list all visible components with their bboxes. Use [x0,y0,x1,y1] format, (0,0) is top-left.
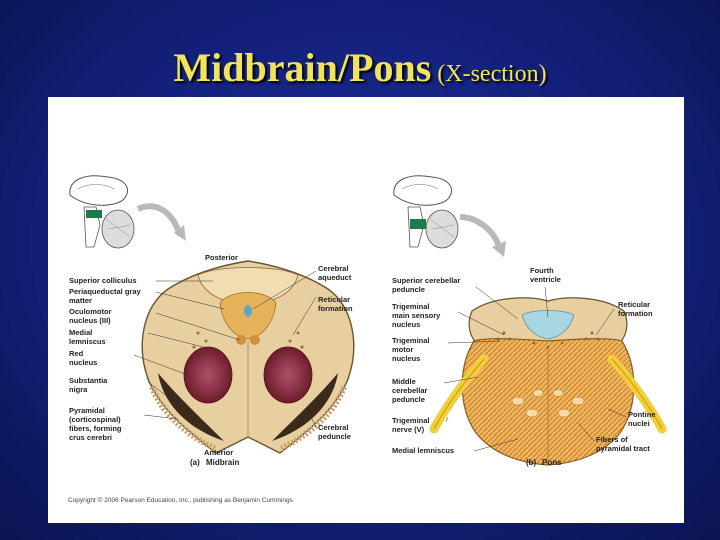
label-substantia-nigra-2: nigra [69,385,88,394]
label-red-nucleus: Red [69,349,84,358]
label-trigeminal-sensory: Trigeminal [392,302,430,311]
label-superior-colliculus: Superior colliculus [69,276,137,285]
label-medial-lemniscus: Medial [69,328,92,337]
label-red-nucleus-2: nucleus [69,358,97,367]
label-superior-cerebellar-peduncle-2: peduncle [392,285,425,294]
brainstem-diagram: Posterior Anterior Superior colliculus P… [69,175,667,467]
midbrain-panel: Posterior Anterior Superior colliculus P… [69,175,355,467]
slide-title-sub: (X-section) [437,61,547,87]
label-cerebral-aqueduct-2: aqueduct [318,273,352,282]
label-pyramidal-3: fibers, forming [69,424,122,433]
label-middle-cerebellar-peduncle: Middle [392,377,416,386]
label-cerebral-peduncle: Cerebral [318,423,348,432]
label-oculomotor: Oculomotor [69,307,112,316]
label-reticular-formation-pons: Reticular [618,300,650,309]
label-medial-lemniscus-pons: Medial lemniscus [392,446,454,455]
label-pyramidal: Pyramidal [69,406,105,415]
midbrain-locator-icon [69,175,186,249]
midbrain-posterior-label: Posterior [205,253,238,262]
pons-caption-letter: (b) [526,458,537,467]
label-trigeminal-sensory-2: main sensory [392,311,441,320]
label-substantia-nigra: Substantia [69,376,108,385]
midbrain-caption: Midbrain [206,458,239,467]
pons-cross-section [429,297,667,466]
pons-caption: Pons [542,458,562,467]
label-reticular-formation-pons-2: formation [618,309,653,318]
label-pyramidal-tract-2: pyramidal tract [596,444,650,453]
pons-locator-icon [393,175,506,257]
label-trigeminal-motor-2: motor [392,345,413,354]
label-cerebral-aqueduct: Cerebral [318,264,348,273]
label-periaqueductal-gray: Periaqueductal gray [69,287,142,296]
midbrain-cross-section [141,260,355,454]
label-oculomotor-2: nucleus (III) [69,316,111,325]
label-reticular-formation-mid-2: formation [318,304,353,313]
brainstem-figure: Posterior Anterior Superior colliculus P… [48,97,684,523]
pons-panel: Superior cerebellar peduncle Trigeminal … [392,175,667,467]
midbrain-anterior-label: Anterior [204,448,233,457]
label-cerebral-peduncle-2: peduncle [318,432,351,441]
label-trigeminal-motor-3: nucleus [392,354,420,363]
label-trigeminal-motor: Trigeminal [392,336,430,345]
slide-title-main: Midbrain/Pons [173,45,432,90]
label-fourth-ventricle: Fourth [530,266,554,275]
label-pyramidal-tract: Fibers of [596,435,628,444]
label-trigeminal-nerve: Trigeminal [392,416,430,425]
label-pontine-nuclei: Pontine [628,410,656,419]
label-middle-cerebellar-peduncle-2: cerebellar [392,386,428,395]
label-superior-cerebellar-peduncle: Superior cerebellar [392,276,460,285]
label-pyramidal-4: crus cerebri [69,433,112,442]
label-medial-lemniscus-2: lemniscus [69,337,106,346]
label-trigeminal-sensory-3: nucleus [392,320,420,329]
label-middle-cerebellar-peduncle-3: peduncle [392,395,425,404]
midbrain-caption-letter: (a) [190,458,200,467]
label-pontine-nuclei-2: nuclei [628,419,650,428]
label-periaqueductal-gray-2: matter [69,296,92,305]
label-pyramidal-2: (corticospinal) [69,415,121,424]
label-fourth-ventricle-2: ventricle [530,275,561,284]
label-trigeminal-nerve-2: nerve (V) [392,425,425,434]
copyright-notice: Copyright © 2006 Pearson Education, Inc.… [68,497,293,504]
slide-title: Midbrain/Pons(X-section) [0,44,720,91]
label-reticular-formation-mid: Reticular [318,295,350,304]
